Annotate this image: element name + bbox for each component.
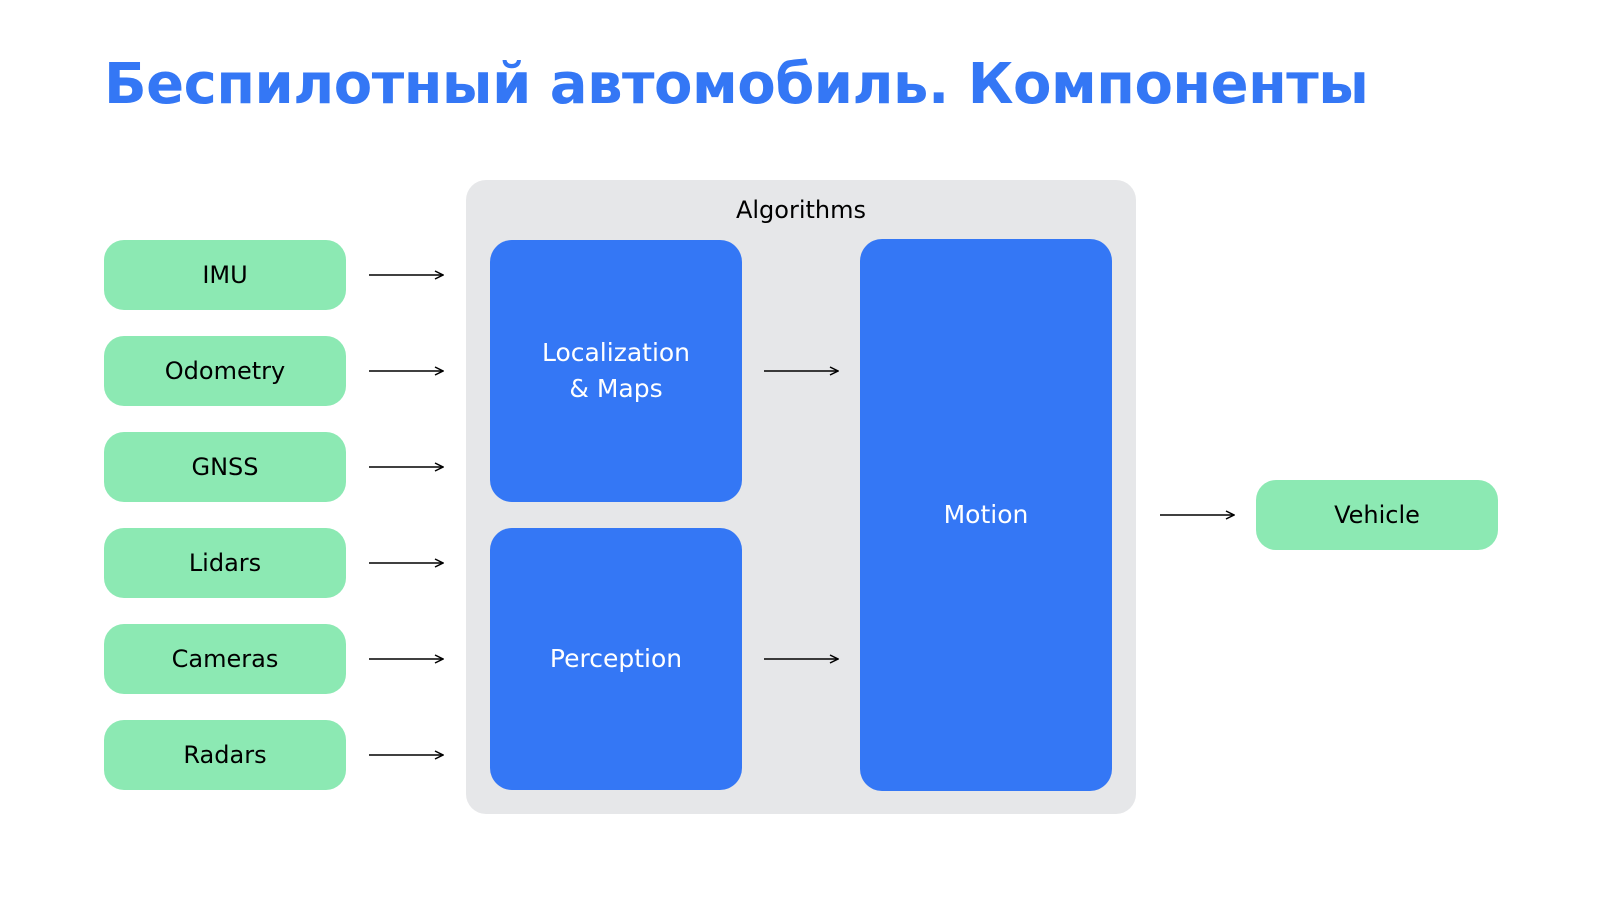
output-vehicle: Vehicle [1256,480,1498,550]
input-imu: IMU [104,240,346,310]
localization-maps-module: Localization & Maps [490,240,742,502]
perception-module: Perception [490,528,742,790]
input-cameras: Cameras [104,624,346,694]
input-radars: Radars [104,720,346,790]
motion-label: Motion [943,500,1029,529]
slide-title: Беспилотный автомобиль. Компоненты [104,52,1369,117]
localization-label-line1: Localization [541,338,691,367]
localization-label-line2: & Maps [569,374,663,403]
motion-module: Motion [860,239,1112,791]
input-odometry: Odometry [104,336,346,406]
perception-label: Perception [549,644,683,673]
algorithms-label: Algorithms [735,196,867,224]
input-lidars: Lidars [104,528,346,598]
input-gnss: GNSS [104,432,346,502]
